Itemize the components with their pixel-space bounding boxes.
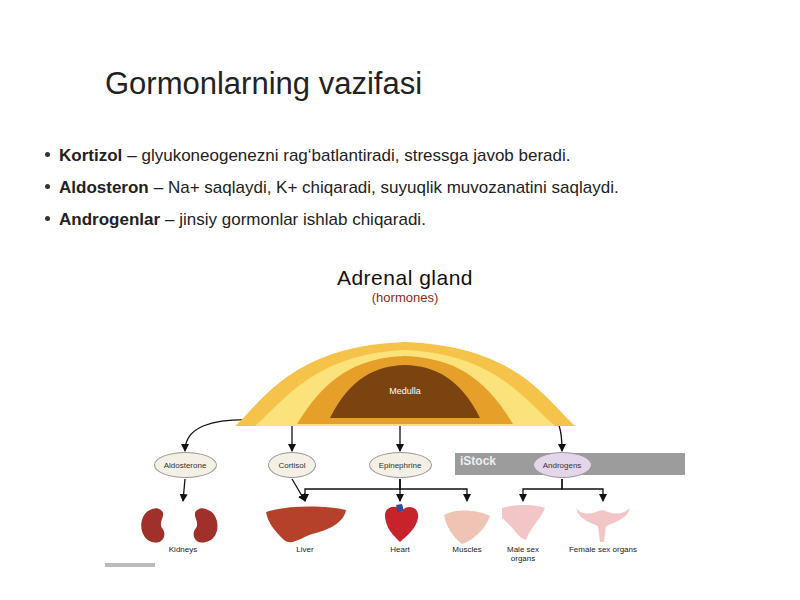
hormone-name: Androgenlar (59, 210, 160, 229)
liver-picture (266, 507, 346, 543)
organ-label: Liver (260, 546, 350, 555)
watermark: iStock (460, 454, 496, 468)
hormone-arrow (523, 479, 562, 501)
muscle-picture (444, 511, 490, 544)
hormone-arrow (305, 479, 400, 501)
region-label: Medulla (235, 386, 575, 396)
hormone-name: Aldosteron (59, 178, 149, 197)
target-organ: Male sex organs (496, 503, 550, 564)
female-organ-picture (576, 508, 630, 542)
watermark-bar (105, 563, 155, 567)
heart-picture (385, 504, 418, 542)
diagram-subheading: (hormones) (0, 290, 800, 305)
hormone-label: Androgens (543, 461, 582, 470)
organ-label: Kidneys (133, 546, 233, 555)
hormone-arrow (562, 479, 603, 501)
diagram-heading: Adrenal gland (0, 266, 800, 290)
hormone-function: – jinsiy gormonlar ishlab chiqaradi. (165, 210, 426, 229)
hormone-arrow (291, 426, 292, 451)
hormone-oval: Aldosterone (154, 452, 217, 478)
hormone-function: – Na+ saqlaydi, K+ chiqaradi, suyuqlik m… (154, 178, 619, 197)
hormone-function: – glyukoneogenezni rag‘batlantiradi, str… (127, 146, 570, 165)
hormone-arrow (400, 479, 467, 501)
target-organ: Heart (370, 503, 430, 555)
bullet-row: Kortizol – glyukoneogenezni rag‘batlantir… (45, 146, 571, 166)
hormone-arrow (183, 479, 185, 501)
organ-label: Female sex organs (567, 546, 639, 555)
slide-title: Gormonlarning vazifasi (105, 66, 422, 102)
target-organ: Liver (260, 503, 350, 555)
bullet-row: Aldosteron – Na+ saqlaydi, K+ chiqaradi, … (45, 178, 619, 198)
hormone-label: Aldosterone (164, 461, 207, 470)
male-organ-picture (502, 505, 545, 540)
organ-label: Muscles (441, 546, 493, 555)
target-organ: Kidneys (133, 503, 233, 555)
hormone-oval: Cortisol (268, 452, 316, 478)
hormone-name: Kortizol (59, 146, 122, 165)
bullet-dot (45, 216, 50, 221)
hormone-oval: Androgens (533, 452, 592, 478)
hormone-label: Epinephrine (379, 461, 422, 470)
bullet-dot (45, 152, 50, 157)
kidney-picture (141, 508, 217, 542)
hormone-oval: Epinephrine (369, 452, 432, 478)
hormone-arrow (399, 426, 400, 451)
gland-outline (235, 338, 575, 428)
adrenal-gland: Medulla (235, 338, 575, 428)
organ-label: Male sex organs (496, 546, 550, 564)
hormone-label: Cortisol (278, 461, 305, 470)
bullet-row: Androgenlar – jinsiy gormonlar ishlab chi… (45, 210, 426, 230)
organ-label: Heart (370, 546, 430, 555)
target-organ: Female sex organs (567, 503, 639, 555)
hormone-arrow (292, 479, 305, 501)
target-organ: Muscles (441, 503, 493, 555)
bullet-dot (45, 184, 50, 189)
